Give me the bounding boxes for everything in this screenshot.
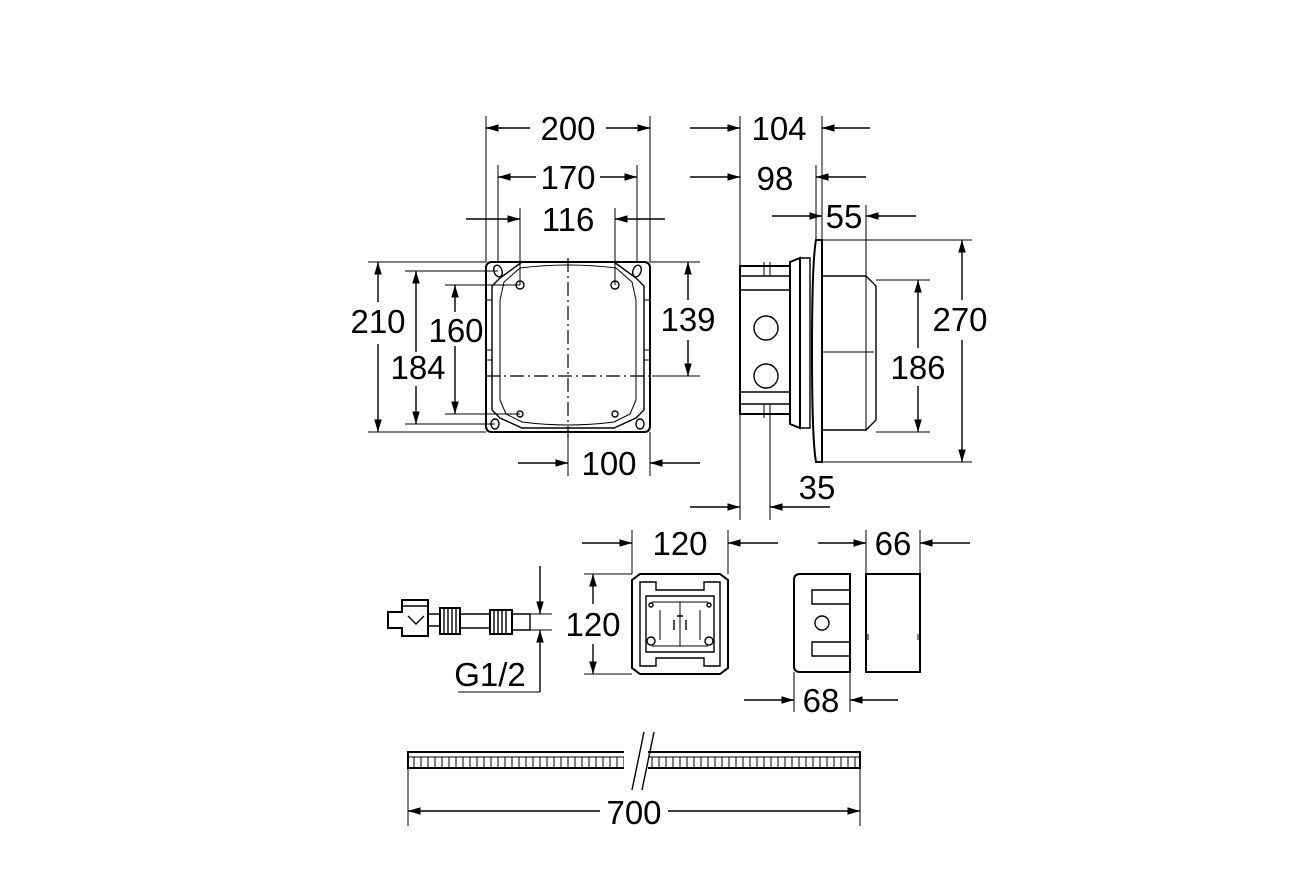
dim-116-label: 116: [542, 201, 595, 238]
dim-210-label: 210: [350, 303, 405, 340]
mounting-frame: 120 120: [565, 525, 778, 675]
front-dimensions: 200 170 116 210 184 160 139: [350, 110, 715, 482]
dim-104-label: 104: [751, 110, 806, 147]
dim-35-label: 35: [799, 469, 836, 506]
dim-120-width-label: 120: [652, 525, 707, 562]
rail-strip: 700: [407, 731, 861, 831]
valve-fitting: G1/2: [387, 566, 552, 693]
dim-98-label: 98: [757, 160, 794, 197]
dim-200-label: 200: [540, 110, 595, 147]
dim-170-label: 170: [540, 159, 595, 196]
dim-68-label: 68: [803, 682, 840, 719]
dim-184-label: 184: [390, 349, 445, 386]
side-dimensions: 104 98 55 270 186 35: [690, 110, 988, 520]
dim-thread-label: G1/2: [454, 656, 526, 693]
dim-186-label: 186: [890, 349, 945, 386]
dim-139-label: 139: [660, 301, 715, 338]
side-view: [739, 239, 877, 463]
dim-66-label: 66: [875, 525, 912, 562]
dim-700-label: 700: [606, 794, 661, 831]
dim-120-height-label: 120: [565, 606, 620, 643]
box-parts: 66 68: [744, 525, 970, 719]
dim-160-label: 160: [428, 312, 483, 349]
dim-55-label: 55: [826, 198, 863, 235]
dim-270-label: 270: [932, 301, 987, 338]
dim-100-label: 100: [581, 445, 636, 482]
